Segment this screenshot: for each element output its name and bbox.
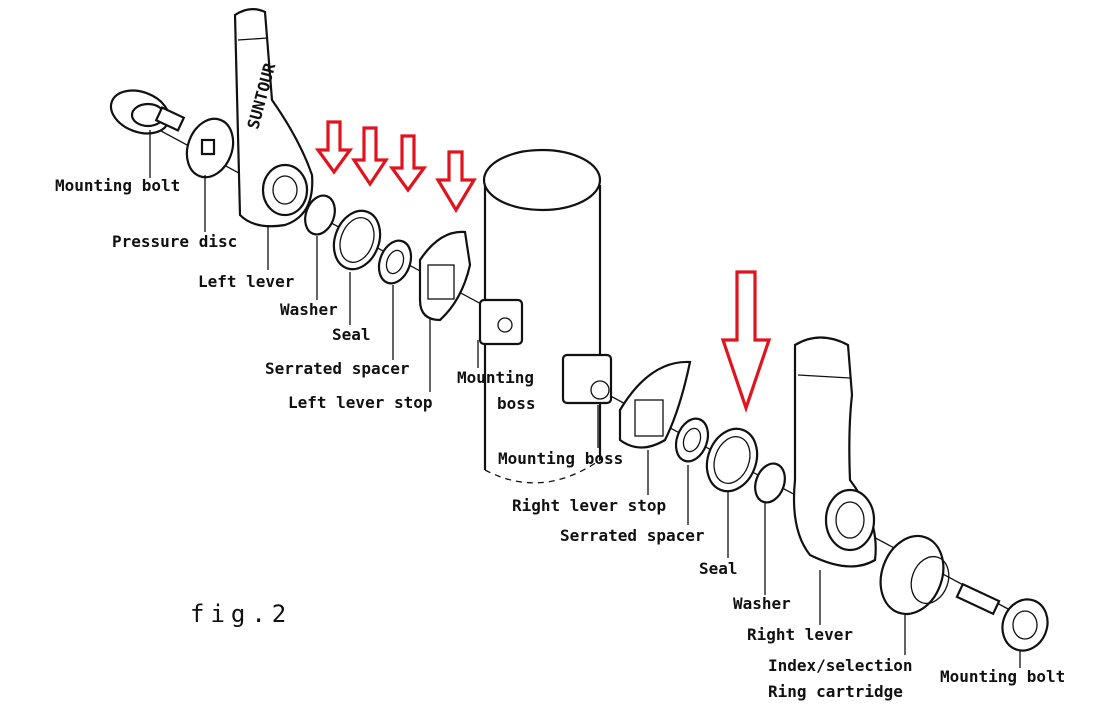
red-arrow-down-icon: [720, 270, 772, 413]
left-lever-stop-part: [418, 230, 472, 322]
label-left-lever-stop: Left lever stop: [288, 393, 433, 412]
left-serrated-spacer-part: [377, 239, 413, 285]
label-left-mounting-boss: Mounting: [457, 368, 534, 387]
right-washer-part: [754, 462, 786, 504]
red-arrow-down-icon: [388, 134, 428, 193]
label-right-washer: Washer: [733, 594, 791, 613]
leader-lines: [149, 130, 1021, 668]
label-right-serrated-spacer: Serrated spacer: [560, 526, 705, 545]
label-right-lever: Right lever: [747, 625, 853, 644]
red-arrow-down-icon: [435, 150, 477, 214]
right-mounting-bolt-part: [955, 582, 1049, 652]
right-mounting-boss-part: [561, 353, 613, 405]
label-right-lever-stop: Right lever stop: [512, 496, 666, 515]
label-pressure-disc: Pressure disc: [112, 232, 237, 251]
right-lever-part: [792, 336, 877, 568]
label-right-mounting-boss: Mounting boss: [498, 449, 623, 468]
label-left-serrated-spacer: Serrated spacer: [265, 359, 410, 378]
label-left-mounting-boss-2: boss: [497, 394, 536, 413]
label-left-lever: Left lever: [198, 272, 294, 291]
right-seal-part: [705, 427, 759, 493]
figure-caption: fig.2: [190, 600, 292, 628]
right-lever-stop-part: [618, 360, 692, 449]
left-seal-part: [332, 209, 382, 271]
label-left-mounting-bolt: Mounting bolt: [55, 176, 180, 195]
label-right-seal: Seal: [699, 559, 738, 578]
left-washer-part: [304, 194, 336, 236]
right-serrated-spacer-part: [674, 417, 710, 463]
index-ring-cartridge-part: [879, 534, 950, 616]
left-lever-part: SUNTOUR: [233, 8, 314, 228]
label-index-selection: Index/selection: [768, 656, 913, 675]
left-mounting-bolt-part: [109, 89, 186, 135]
highlight-arrows: [314, 120, 772, 413]
red-arrow-down-icon: [351, 126, 389, 187]
label-right-mounting-bolt: Mounting bolt: [940, 667, 1065, 686]
pressure-disc-part: [185, 117, 235, 179]
label-left-washer: Washer: [280, 300, 338, 319]
label-ring-cartridge: Ring cartridge: [768, 682, 903, 701]
left-mounting-boss-part: [478, 298, 524, 346]
label-left-seal: Seal: [332, 325, 371, 344]
red-arrow-down-icon: [314, 120, 354, 175]
